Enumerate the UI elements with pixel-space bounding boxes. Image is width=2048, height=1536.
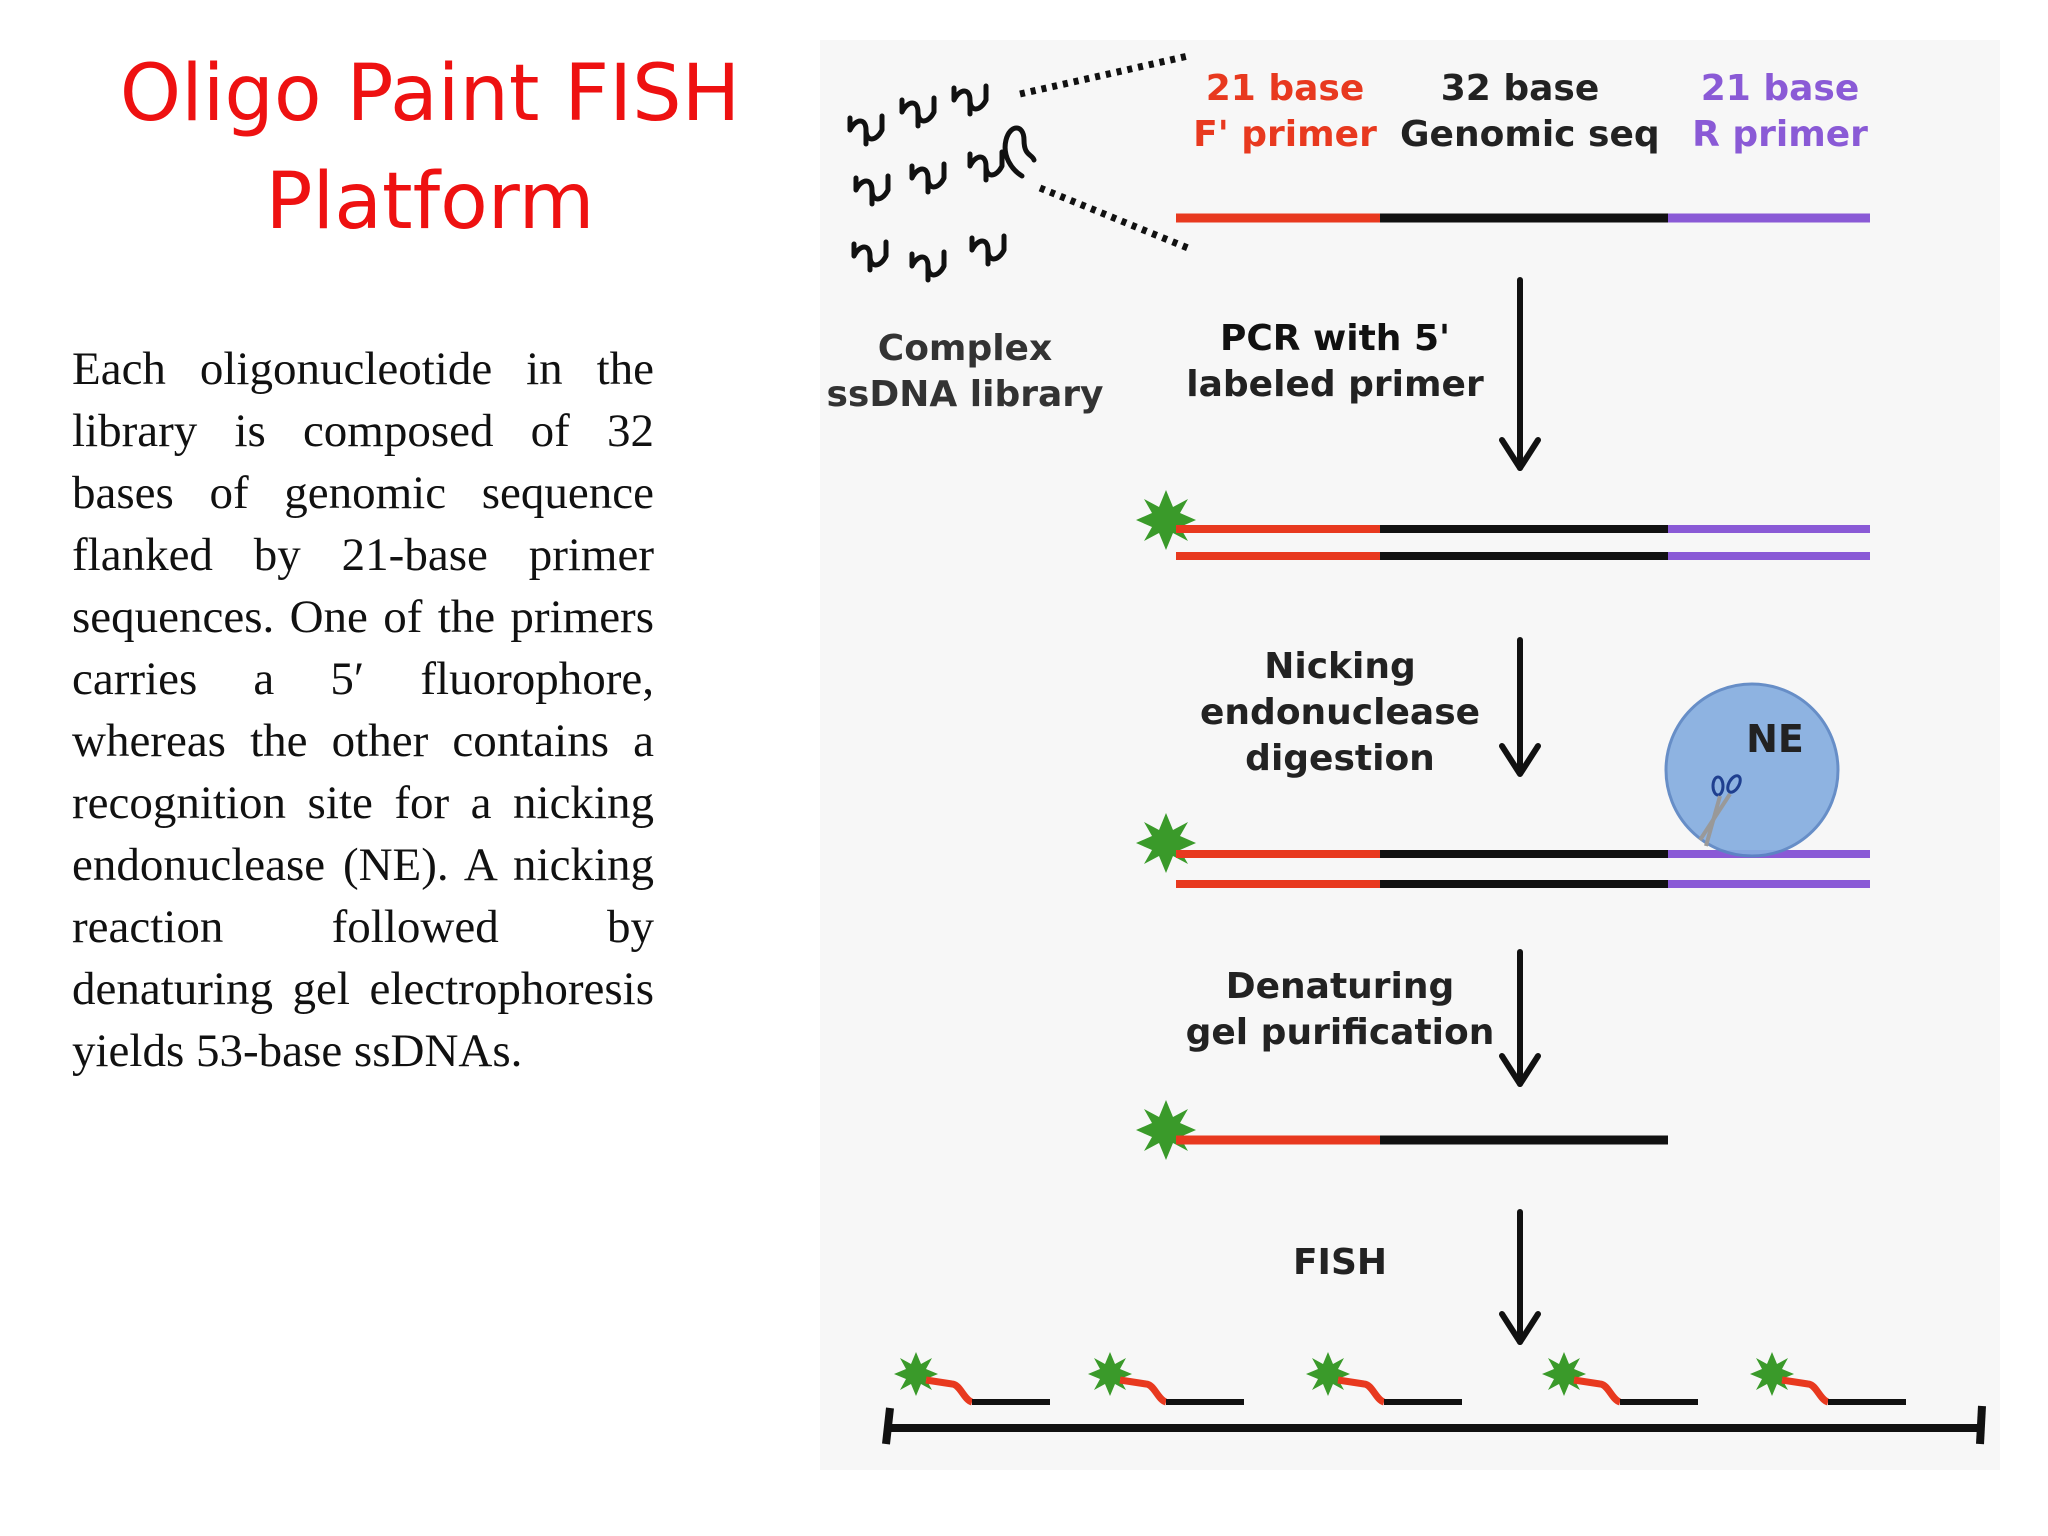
r-primer-length: 21 base xyxy=(1700,68,1860,109)
slide-title: Oligo Paint FISH Platform xyxy=(40,40,820,256)
step-denaturing-label: Denaturing gel purification xyxy=(1180,964,1500,1056)
library-line-1: Complex xyxy=(877,328,1053,369)
scissors-icon xyxy=(1698,774,1742,847)
step-pcr-line-1: PCR with 5' xyxy=(1219,318,1451,359)
nicking-endonuclease-icon xyxy=(1664,682,1840,858)
r-primer-label: 21 base R primer xyxy=(1675,66,1885,158)
library-line-2: ssDNA library xyxy=(826,374,1104,415)
description-paragraph: Each oligonucleotide in the library is c… xyxy=(72,343,654,1077)
pcr-product xyxy=(1136,490,1870,560)
step-nicking-line-3: digestion xyxy=(1245,738,1435,779)
genomic-seq-label: 32 base Genomic seq xyxy=(1400,66,1660,158)
ssdna-library-squiggles xyxy=(850,86,1037,280)
enzyme-label: NE xyxy=(1746,717,1804,761)
purified-ssdna xyxy=(1136,1100,1668,1160)
diagram-graphics xyxy=(820,52,1986,1445)
step-nicking-line-2: endonuclease xyxy=(1200,692,1481,733)
oligopaint-workflow-diagram: 21 base F' primer 32 base Genomic seq 21… xyxy=(820,40,2000,1470)
step-pcr-line-2: labeled primer xyxy=(1186,364,1484,405)
r-primer-name: R primer xyxy=(1692,114,1868,155)
step-denaturing-line-2: gel purification xyxy=(1185,1012,1495,1053)
title-line-1: Oligo Paint FISH xyxy=(119,49,741,139)
step-fish-label: FISH xyxy=(1240,1240,1440,1286)
f-primer-label: 21 base F' primer xyxy=(1180,66,1390,158)
f-primer-name: F' primer xyxy=(1193,114,1377,155)
callout-dotted-lines xyxy=(1019,52,1190,252)
process-arrows xyxy=(1499,277,1541,1345)
bound-probes xyxy=(894,1352,1906,1406)
step-denaturing-line-1: Denaturing xyxy=(1225,966,1455,1007)
step-nicking-line-1: Nicking xyxy=(1264,646,1416,687)
title-line-2: Platform xyxy=(265,157,595,247)
f-primer-length: 21 base xyxy=(1205,68,1365,109)
step-pcr-label: PCR with 5' labeled primer xyxy=(1180,316,1490,408)
step-nicking-label: Nicking endonuclease digestion xyxy=(1200,644,1480,782)
step-fish-line-1: FISH xyxy=(1292,1242,1388,1283)
genomic-name: Genomic seq xyxy=(1400,114,1660,155)
library-label: Complex ssDNA library xyxy=(820,326,1110,418)
fish-chromosome xyxy=(882,1405,1986,1445)
genomic-length: 32 base xyxy=(1440,68,1600,109)
